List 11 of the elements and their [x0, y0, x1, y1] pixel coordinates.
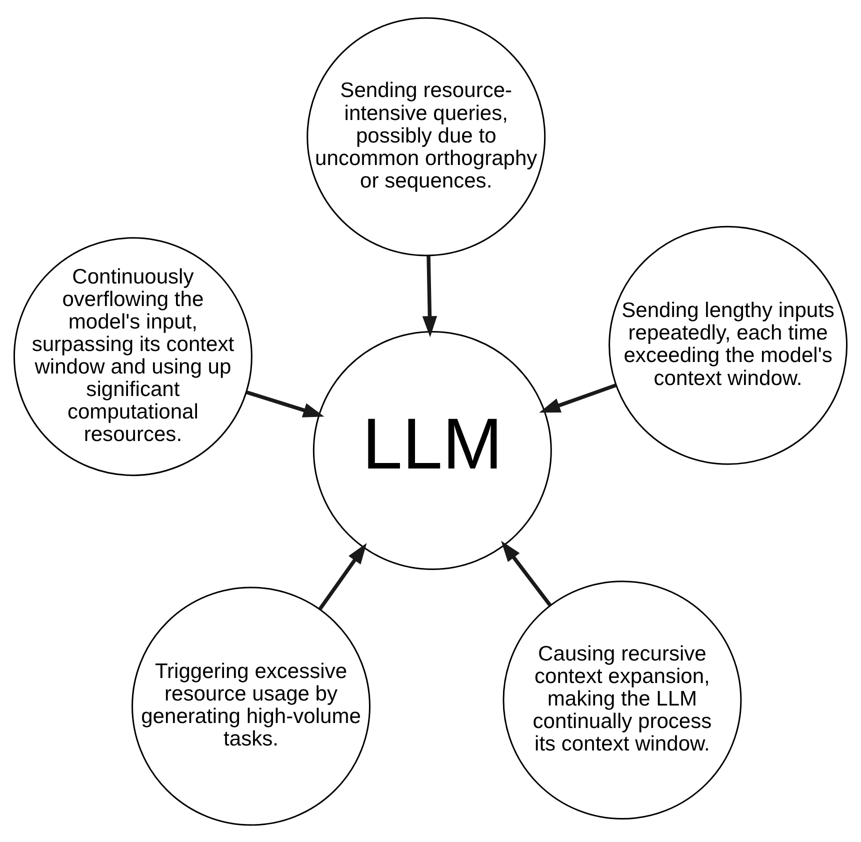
node-circle: Sending resource-intensive queries, possibly due to uncommon orthography or sequences.: [306, 16, 546, 256]
arrow: [422, 255, 438, 337]
node-circle: Triggering excessive resource usage by generating high-volume tasks.: [132, 586, 370, 826]
node-circle: Continuously overflowing the model's input, surpassing its context window and using up significant computational resources.: [13, 236, 252, 476]
arrow: [318, 542, 367, 610]
node-circle: Causing recursive context expansion, making the LLM continually process its context window.: [502, 580, 742, 820]
node-circle: LLM: [312, 330, 552, 570]
node-circle: Sending lengthy inputs repeatedly, each time exceeding the model's context window.: [608, 225, 848, 464]
arrow: [501, 540, 552, 606]
arrow: [246, 390, 324, 417]
arrow: [539, 383, 616, 412]
